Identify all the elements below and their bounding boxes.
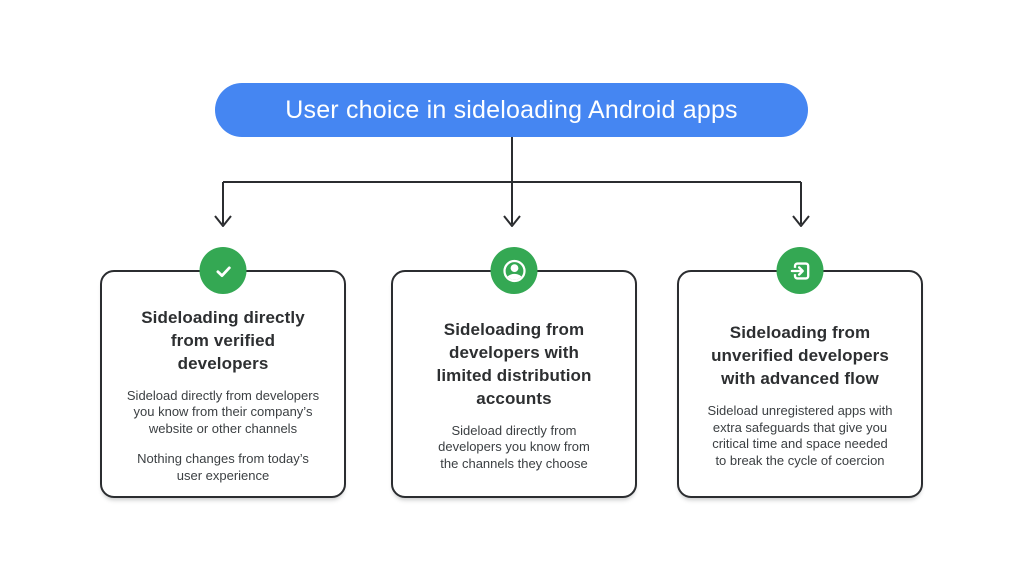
account-badge: [490, 247, 538, 294]
card-body: Sideload unregistered apps with extra sa…: [707, 403, 893, 468]
card-unverified-advanced-flow: Sideloading from unverified developers w…: [677, 247, 923, 498]
card-verified-developers: Sideloading directly from verified devel…: [100, 247, 346, 498]
card-title: Sideloading from developers with limited…: [436, 319, 592, 408]
account-circle-icon: [502, 259, 526, 282]
card-title: Sideloading directly from verified devel…: [141, 307, 305, 373]
card-body: Sideload directly from developers you kn…: [126, 387, 320, 436]
diagram-title-pill: User choice in sideloading Android apps: [215, 83, 808, 137]
login-arrow-icon: [790, 261, 809, 280]
arrowhead-left: [214, 215, 232, 227]
connector-lines: [222, 137, 802, 224]
card-body: Sideload directly from developers you kn…: [438, 422, 590, 471]
arrowhead-right: [792, 215, 810, 227]
card-limited-distribution: Sideloading from developers with limited…: [391, 247, 637, 498]
check-icon: [216, 265, 231, 277]
arrowhead-center: [503, 215, 521, 227]
login-badge: [776, 247, 824, 294]
diagram-title: User choice in sideloading Android apps: [285, 95, 738, 124]
card-title: Sideloading from unverified developers w…: [711, 323, 889, 388]
card-body: Nothing changes from today’s user experi…: [137, 451, 309, 483]
check-badge: [199, 247, 247, 294]
